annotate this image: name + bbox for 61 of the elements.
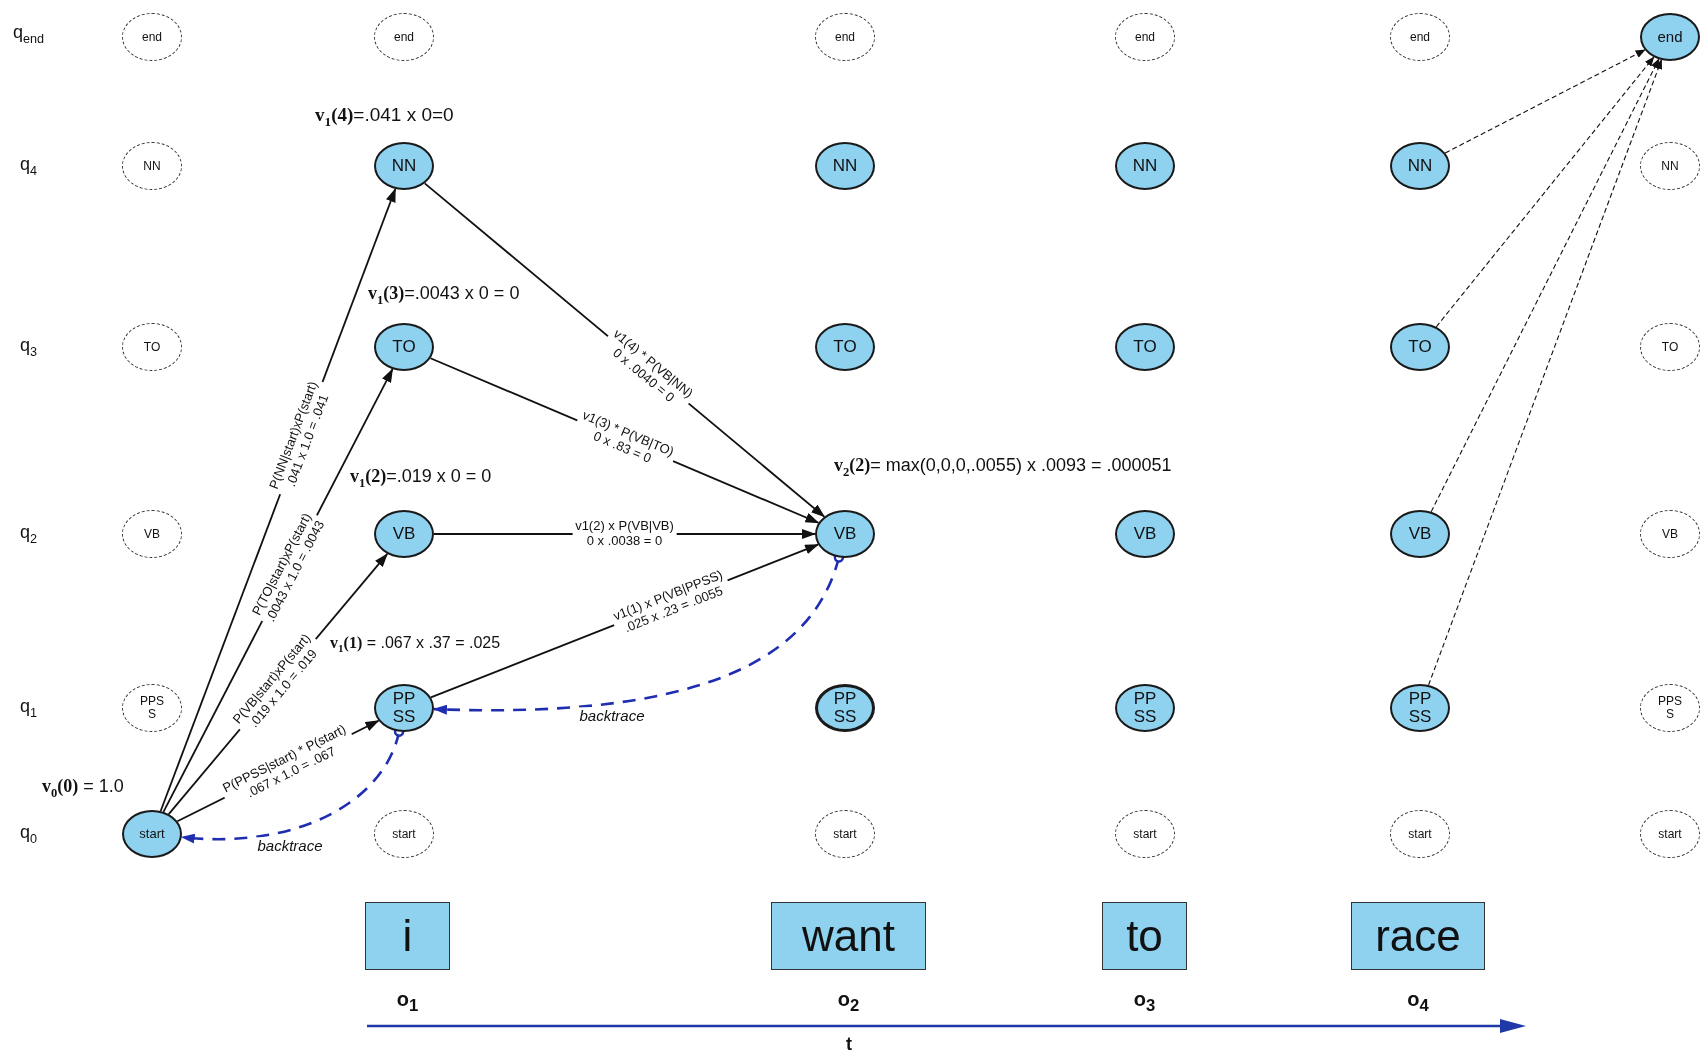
dashed-arrow <box>1430 58 1660 513</box>
state-row-label: q$_{4}$ <box>20 154 38 178</box>
state-ellipse: start <box>122 810 182 858</box>
dashed-arrow <box>1428 59 1663 686</box>
state-ellipse: TO <box>374 323 434 371</box>
state-ellipse: PPSS <box>374 684 434 732</box>
dashed-state-ellipse: start <box>374 810 434 858</box>
state-ellipse: NN <box>1115 142 1175 190</box>
dashed-state-ellipse: PPSS <box>122 684 182 732</box>
word-box: want <box>771 902 926 970</box>
state-ellipse: TO <box>815 323 875 371</box>
dashed-state-ellipse: NN <box>1640 142 1700 190</box>
viterbi-value-label: v$_{0}$(0) = 1.0 <box>42 776 124 801</box>
state-ellipse: VB <box>1390 510 1450 558</box>
axis-label: t <box>846 1034 852 1055</box>
viterbi-value-label: v$_{1}$(4)=.041 x 0=0 <box>315 104 454 130</box>
state-ellipse: PPSS <box>1115 684 1175 732</box>
state-row-label: q$_{end}$ <box>13 22 45 46</box>
word-box: i <box>365 902 450 970</box>
dashed-state-ellipse: end <box>374 13 434 61</box>
state-ellipse: VB <box>815 510 875 558</box>
observation-label: o$_{3}$ <box>1133 988 1156 1016</box>
viterbi-value-label: v$_{1}$(1) = .067 x .37 = .025 <box>330 634 501 655</box>
state-ellipse: NN <box>1390 142 1450 190</box>
word-box: to <box>1102 902 1187 970</box>
observation-label: o$_{4}$ <box>1407 988 1429 1016</box>
dashed-state-ellipse: end <box>1115 13 1175 61</box>
dashed-state-ellipse: TO <box>122 323 182 371</box>
dashed-state-ellipse: VB <box>1640 510 1700 558</box>
state-row-label: q$_{2}$ <box>20 522 38 546</box>
state-row-label: q$_{0}$ <box>20 822 38 846</box>
dashed-state-ellipse: end <box>1390 13 1450 61</box>
dashed-arrow <box>1444 49 1646 154</box>
state-row-label: q$_{1}$ <box>20 696 38 720</box>
dashed-state-ellipse: PPSS <box>1640 684 1700 732</box>
observation-label: o$_{1}$ <box>396 988 419 1016</box>
state-ellipse: TO <box>1115 323 1175 371</box>
dashed-state-ellipse: VB <box>122 510 182 558</box>
state-ellipse: PPSS <box>1390 684 1450 732</box>
dashed-state-ellipse: start <box>1640 810 1700 858</box>
dashed-state-ellipse: start <box>1115 810 1175 858</box>
dashed-state-ellipse: end <box>122 13 182 61</box>
dashed-state-ellipse: start <box>1390 810 1450 858</box>
word-box: race <box>1351 902 1485 970</box>
state-ellipse: PPSS <box>815 684 875 732</box>
dashed-state-ellipse: NN <box>122 142 182 190</box>
state-row-label: q$_{3}$ <box>20 335 38 359</box>
dashed-state-ellipse: start <box>815 810 875 858</box>
state-ellipse: VB <box>1115 510 1175 558</box>
viterbi-value-label: v$_{1}$(2)=.019 x 0 = 0 <box>350 466 492 491</box>
state-ellipse: NN <box>374 142 434 190</box>
state-ellipse: TO <box>1390 323 1450 371</box>
state-ellipse: end <box>1640 13 1700 61</box>
state-ellipse: VB <box>374 510 434 558</box>
observation-label: o$_{2}$ <box>837 988 860 1016</box>
dashed-arrow <box>1435 56 1655 328</box>
viterbi-value-label: v$_{2}$(2)= max(0,0,0,.0055) x .0093 = .000051 <box>834 455 1172 480</box>
dashed-state-ellipse: end <box>815 13 875 61</box>
viterbi-value-label: v$_{1}$(3)=.0043 x 0 = 0 <box>368 283 520 308</box>
state-ellipse: NN <box>815 142 875 190</box>
dashed-state-ellipse: TO <box>1640 323 1700 371</box>
